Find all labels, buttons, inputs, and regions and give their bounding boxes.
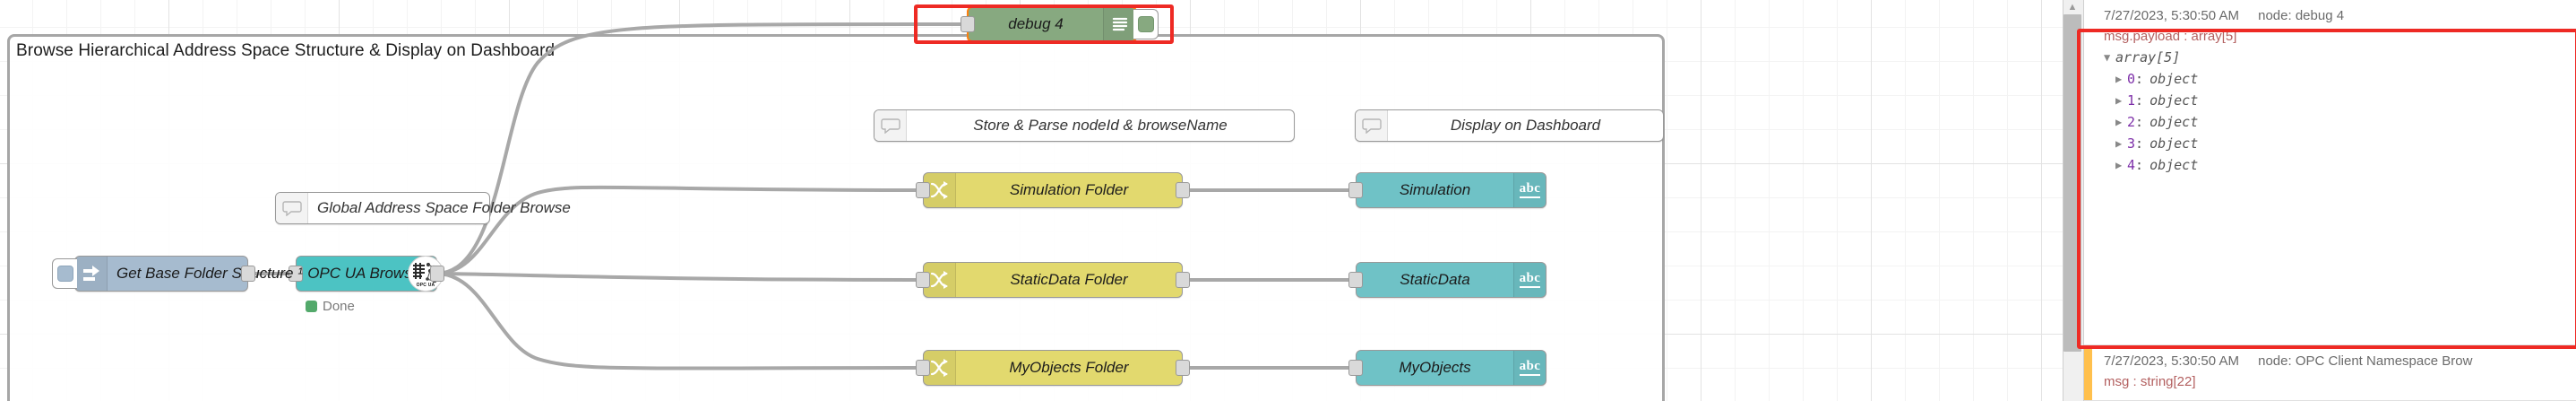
twisty-closed-icon[interactable]: ▶ [2115,137,2123,150]
node-switch-myobjects-folder[interactable]: MyObjects Folder [916,350,1190,386]
debug-timestamp: 7/27/2023, 5:30:50 AM [2104,8,2239,23]
node-debug-4[interactable]: debug 4 [961,6,1159,42]
node-input-port[interactable] [289,266,303,282]
comment-bubble-icon [1356,110,1388,141]
debug-message-header: 7/27/2023, 5:30:50 AM node: debug 4 [2104,8,2565,29]
debug-message[interactable]: 7/27/2023, 5:30:50 AM node: OPC Client N… [2084,345,2576,401]
scroll-up-arrow-icon[interactable]: ▲ [2067,2,2078,13]
tree-item-value: object [2150,71,2199,87]
abc-icon: abc [1513,351,1546,385]
tree-item-row[interactable]: ▶ 4: object [2115,157,2199,173]
node-comment-display-dashboard[interactable]: Display on Dashboard [1355,109,1664,142]
node-opc-ua-browser[interactable]: OPC UA Browser [289,256,444,292]
node-label: debug 4 [1008,15,1064,32]
debug-object-tree[interactable]: ▼ array[5] ▶ 0: object ▶ 1: object ▶ 2: … [2104,47,2565,176]
node-inject-get-base-folder-structure[interactable]: Get Base Folder Structure ¹ [52,256,303,292]
node-input-port[interactable] [916,360,930,376]
debug-message-header: 7/27/2023, 5:30:50 AM node: OPC Client N… [2104,353,2565,374]
node-switch-simulation-folder[interactable]: Simulation Folder [916,172,1190,208]
node-output-port[interactable] [1176,182,1190,198]
twisty-closed-icon[interactable]: ▶ [2115,73,2123,85]
debug-sidebar-panel[interactable]: 7/27/2023, 5:30:50 AM node: debug 4 msg.… [2083,0,2576,401]
abc-icon: abc [1513,173,1546,207]
tree-root-row[interactable]: ▼ array[5] [2104,47,2565,68]
tree-item-row[interactable]: ▶ 2: object [2115,114,2199,130]
node-label: OPC UA Browser [307,265,426,282]
node-status-opcua: Done [306,299,355,314]
node-input-port[interactable] [1348,272,1363,288]
tree-item-row[interactable]: ▶ 3: object [2115,135,2199,152]
node-input-port[interactable] [916,182,930,198]
abc-icon: abc [1513,263,1546,297]
debug-message-topic: msg.payload : array[5] [2104,29,2237,44]
node-input-port[interactable] [1348,360,1363,376]
twisty-closed-icon[interactable]: ▶ [2115,116,2123,128]
flow-group-title: Browse Hierarchical Address Space Struct… [16,41,556,60]
node-output-port[interactable] [430,266,444,282]
node-label: StaticData Folder [1010,271,1128,288]
node-output-port[interactable] [1176,272,1190,288]
inject-trigger-button[interactable] [52,258,77,289]
node-label: Get Base Folder Structure ¹ [116,265,303,282]
node-input-port[interactable] [916,272,930,288]
tree-item-value: object [2150,135,2199,152]
status-dot-icon [306,301,317,312]
node-label: Simulation [1399,181,1471,198]
comment-bubble-icon [276,193,308,223]
node-label: Global Address Space Folder Browse [317,199,571,216]
debug-source-node: node: debug 4 [2258,8,2345,23]
tree-root-label: array[5] [2115,49,2181,65]
debug-lines-icon [1103,8,1135,40]
node-text-myobjects[interactable]: MyObjects abc [1348,350,1546,386]
node-switch-staticdata-folder[interactable]: StaticData Folder [916,262,1190,298]
tree-item-index: 2 [2127,114,2136,130]
debug-message-bar [2084,345,2092,400]
tree-item-value: object [2150,114,2199,130]
debug-enable-toggle[interactable] [1133,9,1159,39]
node-label: Display on Dashboard [1450,117,1601,134]
twisty-closed-icon[interactable]: ▶ [2115,159,2123,171]
comment-bubble-icon [874,110,907,141]
status-text: Done [323,299,355,314]
node-text-simulation[interactable]: Simulation abc [1348,172,1546,208]
tree-item-index: 3 [2127,135,2136,152]
inject-arrow-icon [75,257,108,291]
node-text-staticdata[interactable]: StaticData abc [1348,262,1546,298]
node-output-port[interactable] [1176,360,1190,376]
node-label: StaticData [1400,271,1470,288]
debug-message-bar [2084,0,2092,344]
debug-source-node: node: OPC Client Namespace Brow [2258,353,2473,369]
tree-item-value: object [2150,157,2199,173]
node-label: Simulation Folder [1009,181,1129,198]
tree-item-index: 4 [2127,157,2136,173]
node-label: Store & Parse nodeId & browseName [973,117,1228,134]
node-output-port[interactable] [241,266,255,282]
tree-item-row[interactable]: ▶ 1: object [2115,92,2199,109]
tree-item-value: object [2150,92,2199,109]
node-comment-store-parse[interactable]: Store & Parse nodeId & browseName [874,109,1295,142]
node-input-port[interactable] [1348,182,1363,198]
twisty-closed-icon[interactable]: ▶ [2115,94,2123,107]
node-label: MyObjects [1399,359,1471,376]
tree-item-index: 1 [2127,92,2136,109]
tree-item-index: 0 [2127,71,2136,87]
twisty-open-icon[interactable]: ▼ [2104,51,2111,64]
node-input-port[interactable] [961,16,975,32]
debug-message[interactable]: 7/27/2023, 5:30:50 AM node: debug 4 msg.… [2084,0,2576,345]
tree-item-row[interactable]: ▶ 0: object [2115,71,2199,87]
flow-canvas[interactable]: Browse Hierarchical Address Space Struct… [0,0,2063,401]
flow-group-box[interactable] [7,34,1665,401]
switch-icon [924,263,956,297]
debug-timestamp: 7/27/2023, 5:30:50 AM [2104,353,2239,369]
node-comment-global-address-space[interactable]: Global Address Space Folder Browse [275,192,571,224]
debug-message-topic: msg : string[22] [2104,374,2196,389]
node-label: MyObjects Folder [1009,359,1129,376]
canvas-scrollbar-thumb[interactable] [2063,14,2081,352]
